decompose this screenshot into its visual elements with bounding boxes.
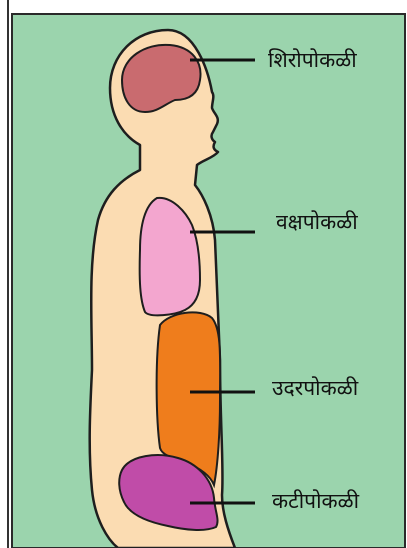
pelvic-cavity-label: कटीपोकळी: [272, 489, 360, 513]
thoracic-cavity-label: वक्षपोकळी: [276, 210, 358, 234]
cranial-cavity-label: शिरोपोकळी: [268, 48, 357, 72]
abdominal-cavity-label: उदरपोकळी: [272, 376, 359, 400]
